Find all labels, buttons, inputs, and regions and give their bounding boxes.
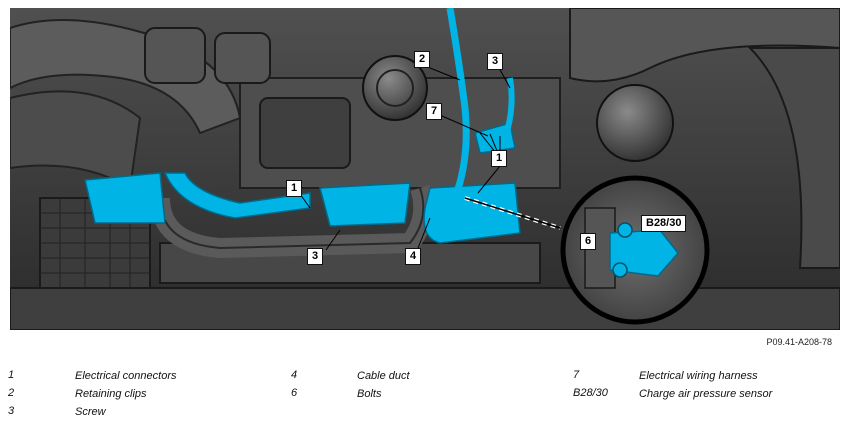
callout-6: 6: [580, 233, 597, 250]
legend-label-6: Bolts: [357, 388, 382, 400]
callout-2: 2: [414, 51, 431, 68]
legend-num-7: 7: [573, 369, 580, 381]
callout-7: 7: [426, 103, 443, 120]
figure-reference: P09.41-A208-78: [766, 337, 832, 347]
legend-label-b28-30: Charge air pressure sensor: [639, 388, 773, 400]
callout-1-right: 1: [491, 150, 508, 167]
callout-b28-30: B28/30: [641, 215, 687, 232]
legend-label-7: Electrical wiring harness: [639, 370, 758, 382]
legend-num-2: 2: [8, 387, 15, 399]
engine-diagram: 2 3 7 1 1 3 4 B28/30 6: [10, 8, 840, 330]
legend-num-6: 6: [291, 387, 298, 399]
legend-num-b28-30: B28/30: [573, 387, 608, 399]
callout-3-upper: 3: [487, 53, 504, 70]
legend-num-3: 3: [8, 405, 15, 417]
highlighted-cable-duct: [84, 122, 521, 244]
legend-num-4: 4: [291, 369, 298, 381]
legend-label-4: Cable duct: [357, 370, 410, 382]
callout-1-left: 1: [286, 180, 303, 197]
callout-4: 4: [405, 248, 422, 265]
legend-label-2: Retaining clips: [75, 388, 147, 400]
callout-3-lower: 3: [307, 248, 324, 265]
legend-label-3: Screw: [75, 406, 106, 418]
legend-num-1: 1: [8, 369, 15, 381]
legend-label-1: Electrical connectors: [75, 370, 177, 382]
highlighted-wiring-harness: [431, 8, 470, 209]
